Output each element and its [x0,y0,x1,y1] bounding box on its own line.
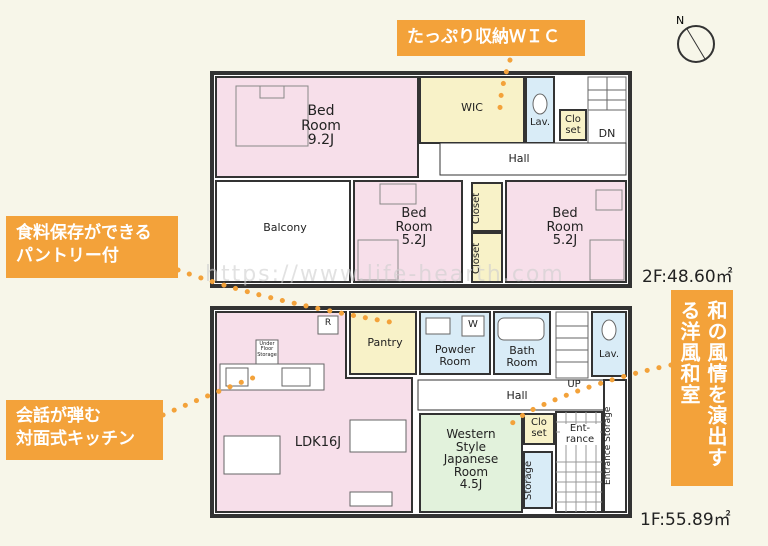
storage-room [523,451,553,509]
bathtub-icon [497,317,545,341]
watermark: https://www.life-hearth.com [205,262,565,287]
bed-icon [589,239,625,281]
area-first-floor: 1F:55.89㎡ [640,510,731,530]
western-japanese-room [419,413,523,513]
label-bath-room: Bath Room [506,344,538,369]
label-up: UP [567,379,581,390]
label-dn: DN [598,127,616,140]
washbasin-icon [425,317,451,335]
desk-icon [595,189,623,211]
stove-icon [225,367,249,387]
label-storage: Storage [523,460,534,500]
label-closet-small-2f: Clo set [565,114,581,136]
label-under-floor-storage: Under Floor Storage [257,341,277,358]
label-right-bedroom: Bed Room 5.2J [546,206,584,249]
pantry-room [349,311,417,375]
wic-room [419,76,525,144]
stairs-1f [555,311,589,379]
closet-b [471,232,503,283]
balcony [215,180,351,283]
label-closet-1f: Clo set [531,417,547,439]
callout-washitsu: 和の風情を演出する洋風和室 [671,290,733,486]
svg-text:N: N [676,14,684,27]
label-entrance: Ent- rance [560,423,600,445]
tv-stand [349,491,393,507]
first-floor-plan [210,306,632,518]
closet-1f [523,413,555,445]
callout-wic: たっぷり収納ＷＩＣ [397,20,585,56]
area-second-floor: 2F:48.60㎡ [642,267,733,287]
refrigerator [317,315,339,335]
entrance-storage [603,379,627,513]
bed-icon [357,239,399,281]
label-refrigerator: R [324,318,332,328]
label-main-bedroom: Bed Room 9.2J [301,103,341,149]
label-lav-1f: Lav. [598,349,620,360]
callout-connectors [160,57,674,433]
label-washer: W [468,319,478,330]
toilet-icon [601,319,617,341]
entrance-area [555,379,627,513]
right-bedroom [505,180,627,283]
sofa-icon [349,419,407,453]
closet-small-2f [559,109,587,141]
label-hall-1f: Hall [506,389,528,402]
sink-icon [281,367,311,387]
label-mid-bedroom: Bed Room 5.2J [395,206,433,249]
dining-table [223,435,281,475]
callout-kitchen: 会話が弾む 対面式キッチン [6,400,163,460]
stairs-2f [587,76,627,148]
washer-icon [461,315,485,337]
label-ldk: LDK16J [294,435,342,450]
label-hall-2f: Hall [508,152,530,165]
main-bedroom [215,76,419,178]
pillow-icon [259,85,285,99]
label-wic: WIC [461,101,483,114]
closet-a [471,182,503,232]
toilet-icon [532,93,548,115]
compass-icon: N [676,14,715,63]
second-floor-plan [210,71,632,288]
desk-icon [379,183,417,205]
label-closet-a: Closet [471,192,482,224]
label-pantry: Pantry [367,336,403,349]
label-closet-b: Closet [471,242,482,274]
label-lav-2f: Lav. [529,117,551,128]
callout-pantry: 食料保存ができる パントリー付 [6,216,178,278]
label-balcony: Balcony [263,221,307,234]
label-western-japanese-room: Western Style Japanese Room 4.5J [443,427,499,492]
mid-bedroom [353,180,463,283]
label-entrance-storage: Entrance Storage [603,406,613,486]
label-powder-room: Powder Room [434,343,476,368]
